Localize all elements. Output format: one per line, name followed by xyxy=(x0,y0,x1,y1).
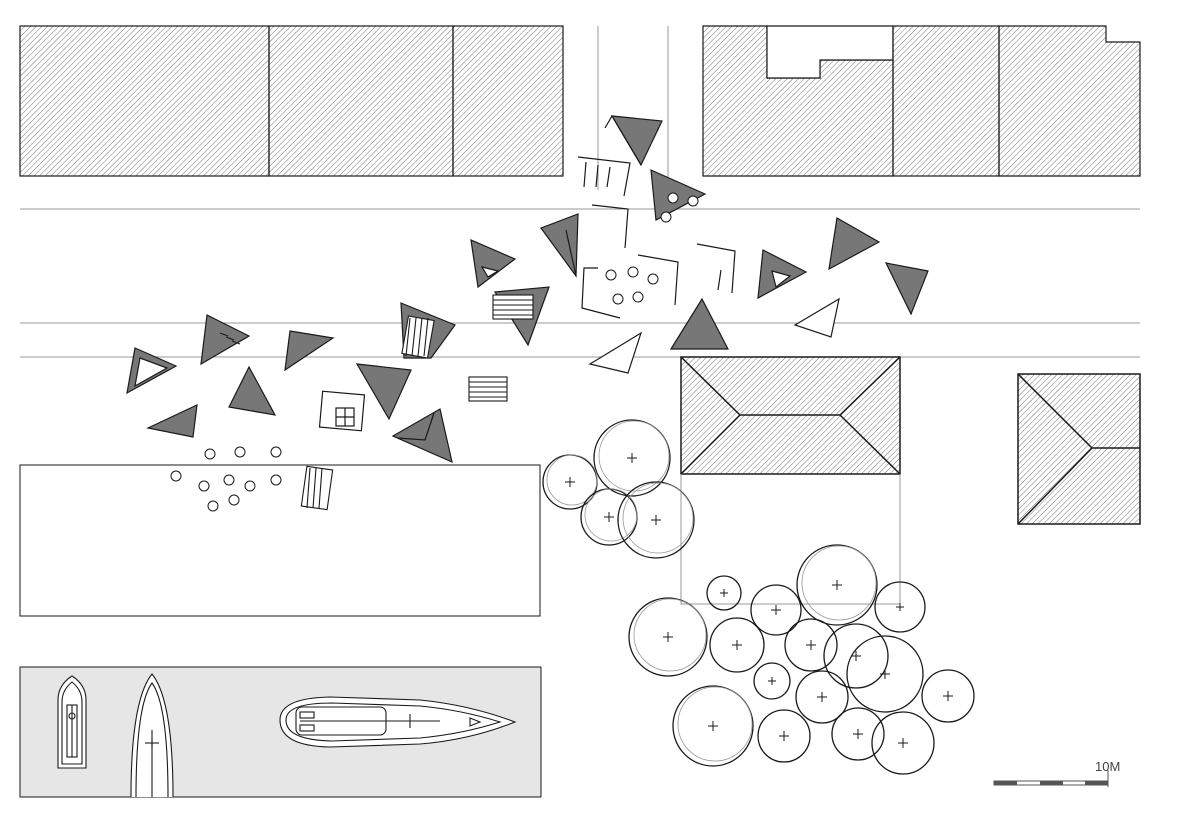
scale-bar: 10M xyxy=(993,759,1120,787)
pavilion-12 xyxy=(146,403,198,438)
building-3 xyxy=(452,25,564,177)
trees xyxy=(542,419,975,775)
pavilion-11 xyxy=(355,363,412,421)
pavilions xyxy=(126,114,929,464)
pavilion-13 xyxy=(391,408,453,464)
pavilion-17 xyxy=(884,262,929,316)
wall-frames xyxy=(219,156,736,441)
pergola-2 xyxy=(492,294,534,320)
boat-sailboat xyxy=(279,696,517,748)
pavilion-3 xyxy=(540,213,579,278)
pergolas xyxy=(300,294,534,511)
pavilion-10 xyxy=(228,365,277,416)
pavilion-7 xyxy=(200,314,251,366)
buildings-top-left xyxy=(19,25,564,177)
round-stools xyxy=(170,192,699,512)
building-5 xyxy=(892,25,1000,177)
tree-cluster-1 xyxy=(542,419,695,559)
scale-bar-label: 10M xyxy=(1095,759,1120,774)
building-1 xyxy=(19,25,270,177)
pavilion-4 xyxy=(470,239,517,289)
tree-cluster-2 xyxy=(628,544,975,775)
building-2 xyxy=(268,25,454,177)
plaza-outline xyxy=(19,464,901,617)
pavilion-16 xyxy=(828,217,881,271)
hip-roof-building-right xyxy=(1017,373,1141,525)
pavilion-2 xyxy=(650,169,707,221)
buildings-top-right xyxy=(702,25,1141,177)
boat-canoe xyxy=(130,673,174,798)
pergola-4 xyxy=(300,465,334,511)
pergola-3 xyxy=(468,376,508,402)
pergola-1 xyxy=(401,315,435,359)
pavilion-8 xyxy=(284,330,335,372)
boat-small xyxy=(57,675,87,769)
hip-roof-building-center xyxy=(680,356,901,475)
tree-crosses xyxy=(565,453,953,748)
pavilion-19 xyxy=(793,297,840,338)
pavilion-18 xyxy=(588,331,643,374)
pavilion-14 xyxy=(669,297,729,350)
building-6 xyxy=(998,25,1141,177)
